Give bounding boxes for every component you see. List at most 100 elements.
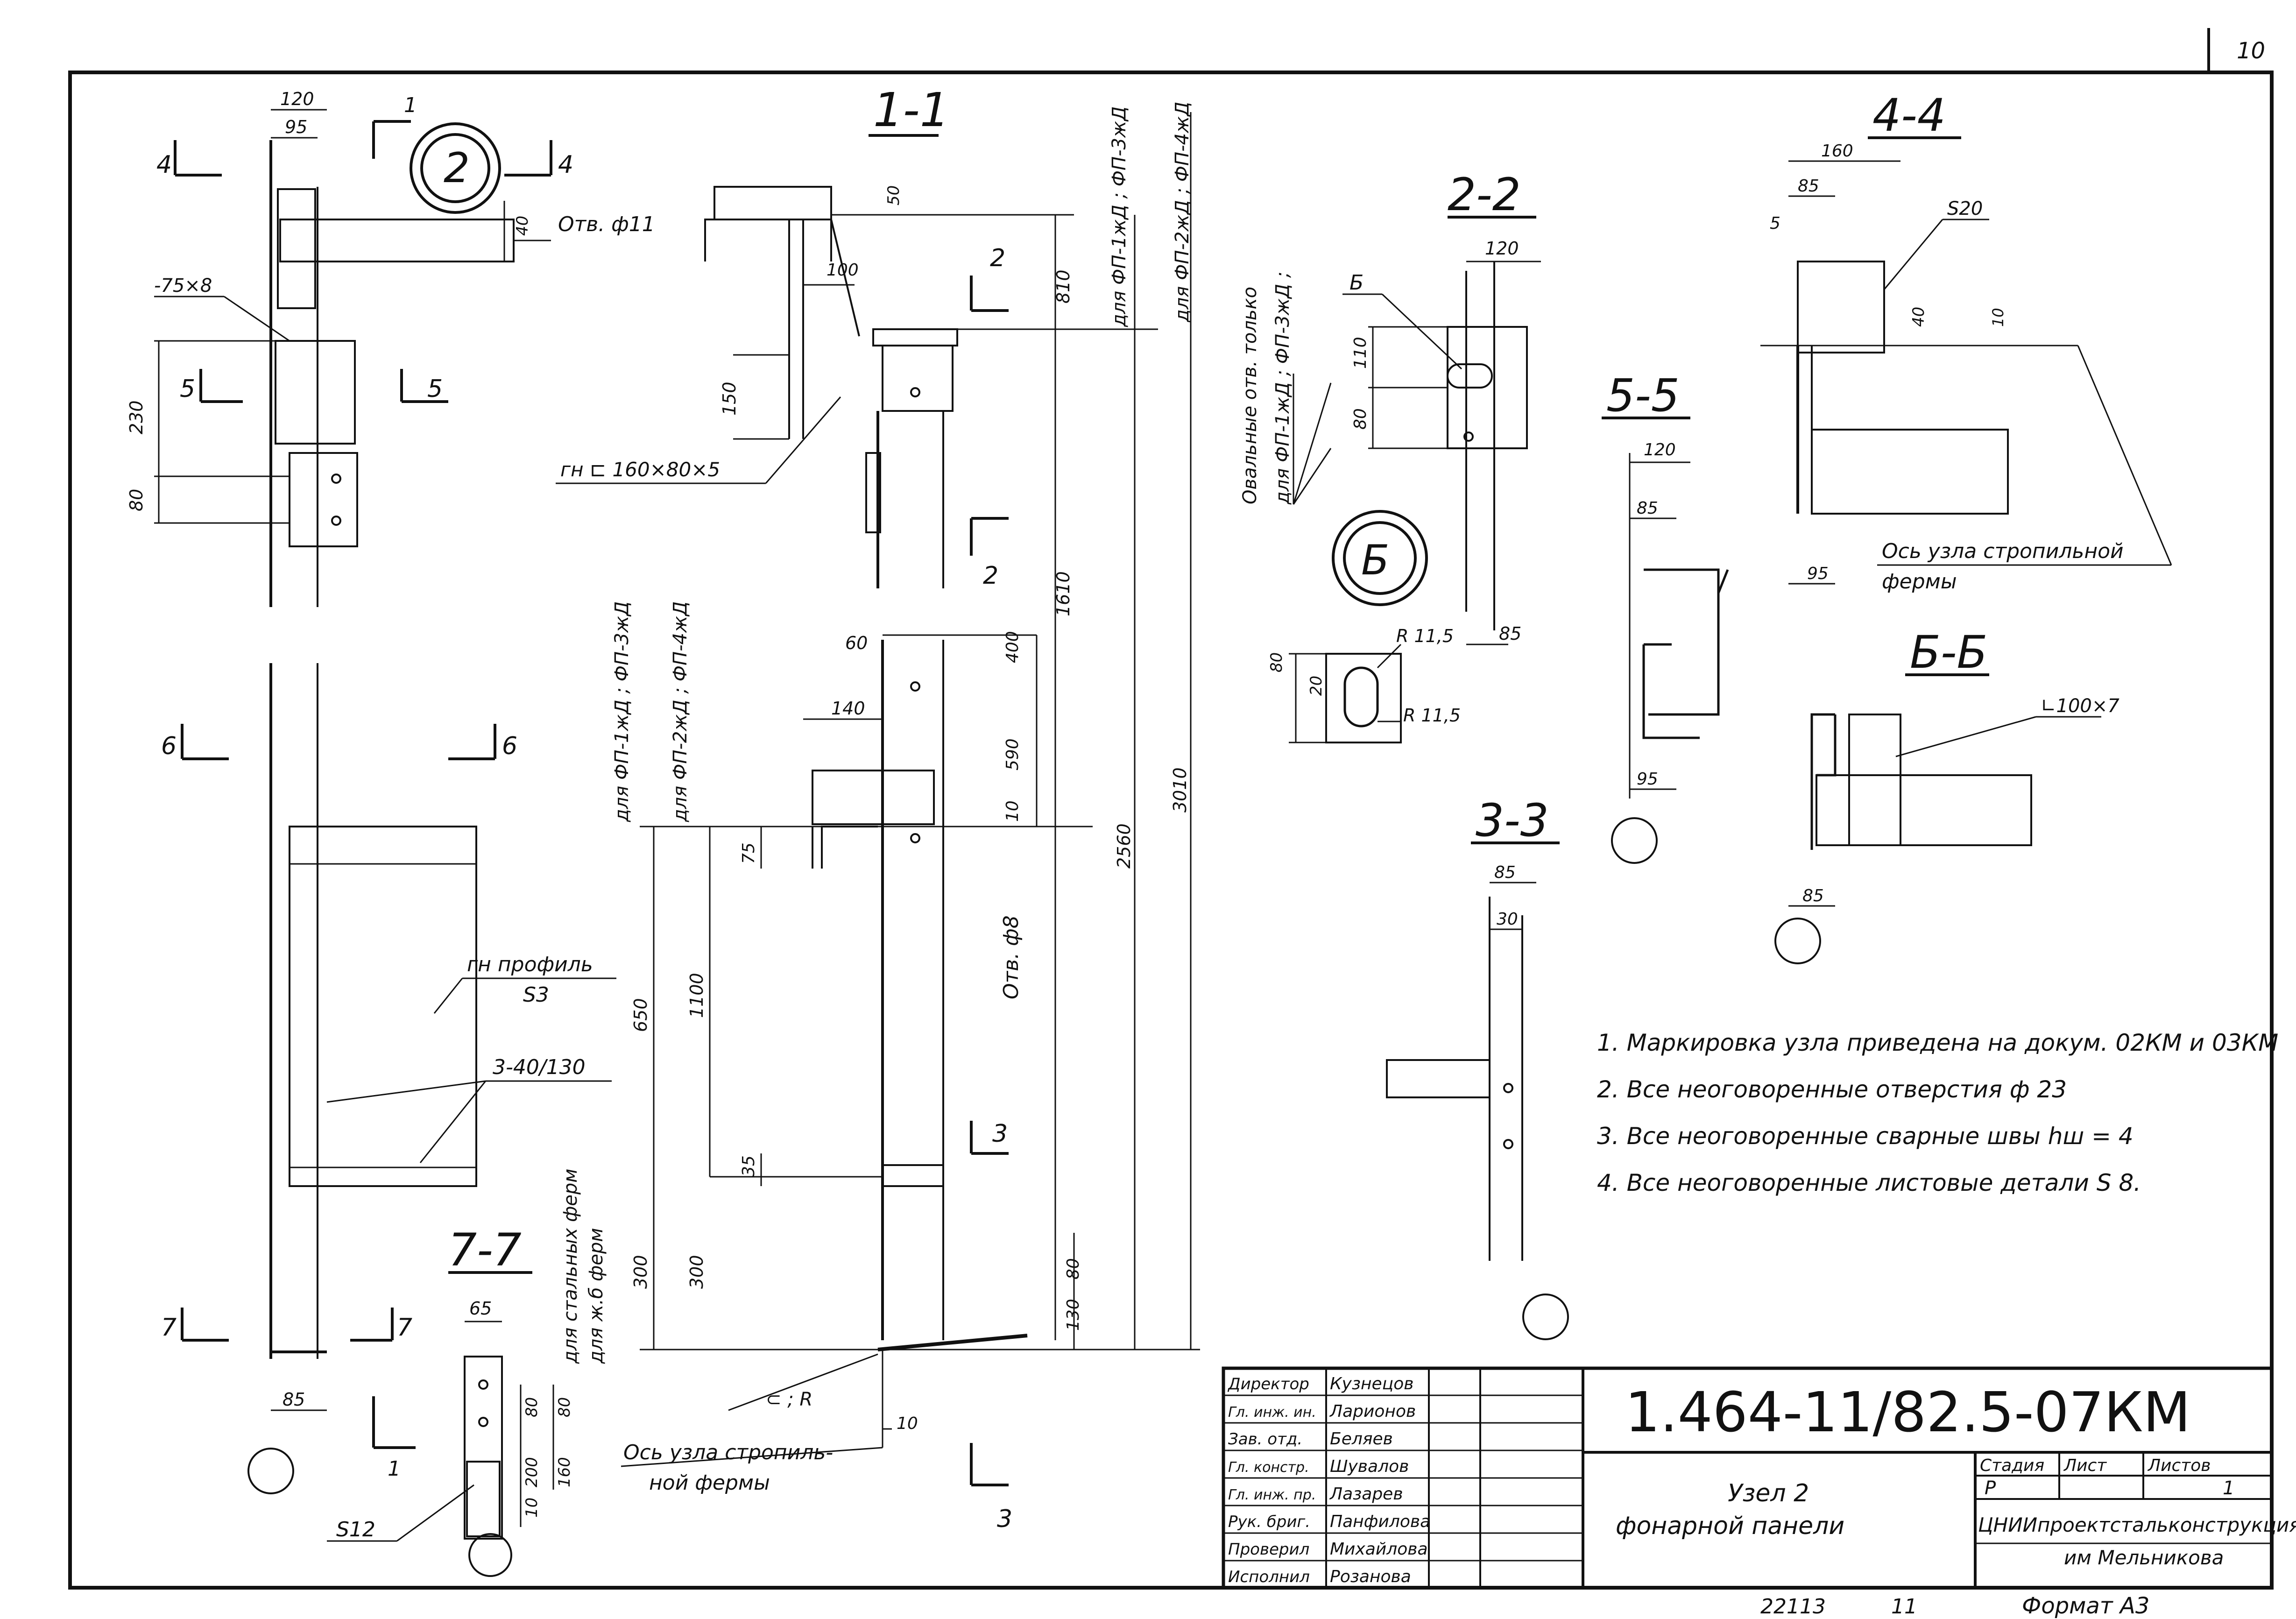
tb-sheets: 1 xyxy=(2223,1478,2234,1499)
dim-10-mid: 10 xyxy=(1003,800,1022,822)
tb-name-2: Беляев xyxy=(1330,1429,1393,1449)
detail-b-callout xyxy=(1332,510,1428,606)
cut-6-right: 6 xyxy=(502,732,517,760)
dim-35: 35 xyxy=(739,1155,758,1177)
tb-sheets-label: Листов xyxy=(2147,1456,2211,1475)
dim-80-22: 80 xyxy=(1351,408,1370,430)
leader-weld-1 xyxy=(326,1080,486,1103)
dim-650: 650 xyxy=(630,998,651,1032)
left-dimensions xyxy=(154,109,551,1411)
dim-75: 75 xyxy=(739,842,758,864)
section-4-4-drawing xyxy=(1760,160,2078,585)
label-mid-variant-2: для ФП-2жД ; ФП-4жД xyxy=(670,601,691,822)
dim-1610: 1610 xyxy=(1053,571,1074,616)
sheet-frame xyxy=(68,71,2274,1590)
dim-85-55: 85 xyxy=(1637,499,1658,518)
dim-3010: 3010 xyxy=(1170,767,1190,813)
tb-org-2: им Мельникова xyxy=(2064,1546,2224,1569)
dim-85-left: 85 xyxy=(283,1389,305,1410)
dim-160-7: 160 xyxy=(555,1457,574,1487)
cut-4-left: 4 xyxy=(156,151,172,179)
tb-role-7: Исполнил xyxy=(1228,1568,1310,1586)
dim-65: 65 xyxy=(469,1298,492,1319)
leader-axis-right xyxy=(2077,345,2172,566)
dim-400: 400 xyxy=(1003,631,1022,663)
cut-2-top: 2 xyxy=(990,244,1005,272)
label-mid-variant-1: для ФП-1жД ; ФП-3жД xyxy=(611,601,633,822)
section-1-1-title: 1-1 xyxy=(873,83,949,137)
tb-format: Формат А3 xyxy=(2022,1593,2149,1619)
cut-3-top: 3 xyxy=(992,1120,1008,1148)
dim-30: 30 xyxy=(1497,910,1518,929)
dim-r115-bottom: R 11,5 xyxy=(1403,705,1461,726)
dim-150: 150 xyxy=(719,382,740,416)
tb-role-0: Директор xyxy=(1227,1375,1309,1393)
tb-role-6: Проверил xyxy=(1228,1540,1309,1559)
dim-200: 200 xyxy=(523,1457,541,1487)
dim-r115-top: R 11,5 xyxy=(1396,626,1454,646)
tb-title-2: фонарной панели xyxy=(1616,1512,1844,1540)
note-1: 1. Маркировка узла приведена на докум. 0… xyxy=(1597,1029,2278,1056)
leader-angle xyxy=(1895,716,2036,757)
label-axis-right-1: Ось узла стропильной xyxy=(1882,539,2124,563)
section-5-5-title: 5-5 xyxy=(1606,369,1680,422)
label-concrete-trusses: для ж.б ферм xyxy=(586,1228,607,1364)
label-top-variant-2: для ФП-2жД ; ФП-4жД xyxy=(1172,102,1193,323)
note-4: 4. Все неоговоренные листовые детали S 8… xyxy=(1597,1169,2141,1196)
label-hole-11: Отв. ф11 xyxy=(558,212,655,236)
tb-stage-label: Стадия xyxy=(1980,1456,2044,1475)
tb-name-6: Михайлова xyxy=(1330,1540,1428,1559)
section-1-1-dimensions xyxy=(640,112,1200,1430)
tb-org-1: ЦНИИпроектстальконструкция xyxy=(1978,1513,2296,1536)
tb-name-1: Ларионов xyxy=(1329,1402,1416,1421)
tb-name-0: Кузнецов xyxy=(1330,1374,1413,1393)
dim-300: 300 xyxy=(686,1255,707,1289)
tb-name-4: Лазарев xyxy=(1329,1485,1403,1504)
dim-300-outer: 300 xyxy=(630,1255,651,1289)
section-b-b-drawing xyxy=(1774,713,2032,964)
dim-40-left: 40 xyxy=(513,216,532,236)
label-axis-left-1: Ось узла стропиль- xyxy=(623,1441,833,1464)
tb-role-5: Рук. бриг. xyxy=(1228,1513,1310,1531)
label-gn-profile: гн профиль xyxy=(467,953,593,976)
section-b-b-title: Б-Б xyxy=(1910,626,1987,679)
tb-bottom-2: 11 xyxy=(1891,1595,1917,1619)
leader-oval-2 xyxy=(1293,448,1332,505)
cut-1-top: 1 xyxy=(404,93,417,117)
node-2-callout xyxy=(410,122,501,214)
label-plate-75x8: -75×8 xyxy=(154,275,212,297)
dim-100: 100 xyxy=(827,261,859,280)
dim-120-22: 120 xyxy=(1485,238,1519,259)
dim-5: 5 xyxy=(1770,214,1780,233)
dim-120-55: 120 xyxy=(1644,440,1676,460)
leader-weld-2 xyxy=(419,1081,487,1163)
section-1-1-drawing xyxy=(704,186,1028,1351)
dim-130: 130 xyxy=(1064,1299,1083,1331)
leader-s20 xyxy=(1883,219,1943,290)
detail-b-letter: Б xyxy=(1361,536,1389,584)
dim-80-bottom: 80 xyxy=(1064,1258,1083,1280)
label-angle-100x7: ∟100×7 xyxy=(2041,695,2119,717)
label-top-variant-1: для ФП-1жД ; ФП-3жД xyxy=(1109,106,1130,327)
left-elevation xyxy=(269,140,515,1359)
label-s3: S3 xyxy=(523,983,549,1007)
dim-80-7b: 80 xyxy=(555,1397,574,1417)
dim-110: 110 xyxy=(1351,337,1370,369)
leader-detail-b-ref xyxy=(1381,293,1462,370)
detail-b-slot xyxy=(1289,643,1402,743)
label-s12: S12 xyxy=(336,1518,375,1541)
dim-50: 50 xyxy=(884,185,903,205)
underline-axis-left xyxy=(621,1447,883,1467)
dim-80-left: 80 xyxy=(126,489,147,511)
section-3-3-title: 3-3 xyxy=(1476,794,1549,847)
label-gn-160: гн ⊏ 160×80×5 xyxy=(560,458,720,481)
dim-2560: 2560 xyxy=(1114,823,1134,869)
dim-85-44: 85 xyxy=(1798,177,1819,196)
cut-5-left: 5 xyxy=(180,375,195,403)
dim-10-bottom: 10 xyxy=(897,1414,918,1433)
label-r-symbol: ⊂ ; R xyxy=(766,1389,812,1410)
label-steel-trusses: для стальных ферм xyxy=(560,1169,581,1364)
section-7-7-drawing xyxy=(464,1321,554,1577)
cut-3-bottom: 3 xyxy=(997,1505,1012,1533)
section-5-5-drawing xyxy=(1611,453,1729,864)
